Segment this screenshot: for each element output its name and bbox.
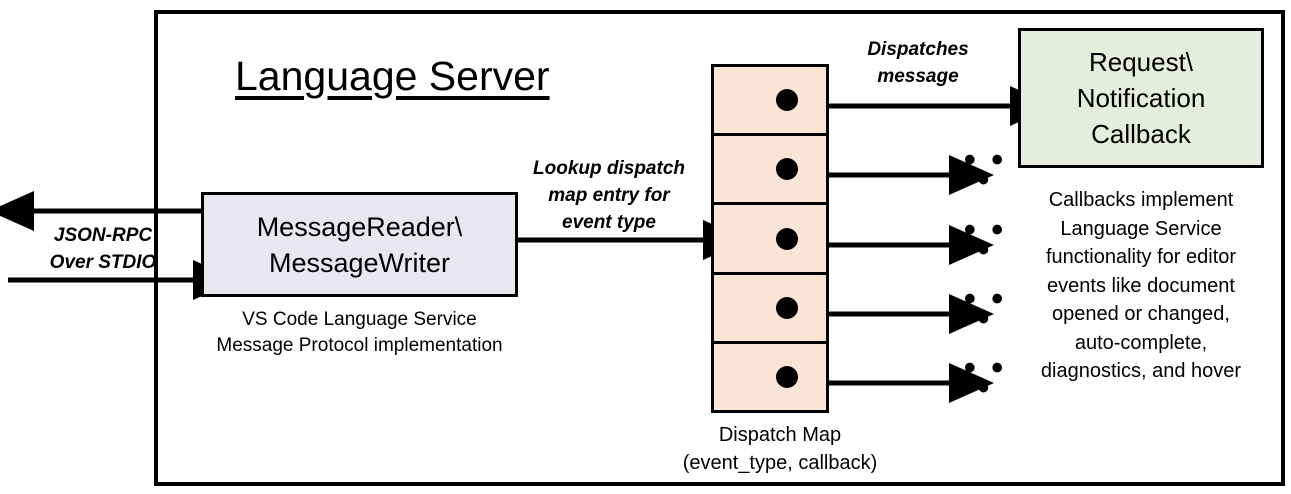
entry-dot-icon: [776, 365, 798, 388]
dispatch-map-caption-line1: Dispatch Map: [718, 424, 842, 446]
entry-dot-icon: [776, 89, 798, 112]
dispatch-map-row-3[interactable]: [714, 205, 826, 275]
callback-caption-line7: diagnostics, and hover: [1040, 360, 1242, 382]
lookup-dispatch-label: Lookup dispatch map entry for event type: [514, 155, 704, 236]
message-io-caption: VS Code Language Service Message Protoco…: [181, 307, 538, 359]
dispatch-map-row-2[interactable]: [714, 136, 826, 206]
jsonrpc-label-line1: JSON-RPC: [53, 225, 153, 246]
dispatch-map-caption-line2: (event_type, callback): [682, 452, 878, 474]
dispatch-map-caption: Dispatch Map (event_type, callback): [650, 421, 910, 477]
callback-caption-line4: events like document: [1047, 274, 1235, 297]
lookup-label-line3: event type: [562, 212, 656, 233]
message-reader-writer-box[interactable]: MessageReader\ MessageWriter: [201, 192, 518, 297]
dispatch-map-table[interactable]: [711, 64, 829, 413]
dispatches-message-label: Dispatches message: [838, 36, 998, 90]
ellipsis-marker-1: • • •: [963, 141, 1007, 200]
language-server-frame: [154, 10, 1285, 486]
callback-caption-line3: functionality for editor: [1045, 246, 1237, 268]
dispatch-map-row-1[interactable]: [714, 67, 826, 137]
callback-caption: Callbacks implement Language Service fun…: [1008, 186, 1274, 386]
dispatch-map-row-4[interactable]: [714, 275, 826, 344]
callback-line1: Request\: [1088, 47, 1194, 77]
callback-caption-line6: auto-complete,: [1074, 331, 1208, 354]
message-io-caption-line2: Message Protocol implementation: [216, 335, 503, 356]
entry-dot-icon: [776, 296, 798, 319]
callback-line3: Callback: [1091, 119, 1191, 149]
callback-box-label: Request\ Notification Callback: [1077, 44, 1206, 152]
jsonrpc-channel-label: JSON-RPC Over STDIO: [28, 222, 178, 276]
ellipsis-marker-4: • • •: [963, 349, 1007, 408]
callback-caption-line2: Language Service: [1060, 217, 1222, 240]
message-reader-line: MessageReader\: [256, 211, 463, 242]
entry-dot-icon: [776, 227, 798, 250]
callback-caption-line1: Callbacks implement: [1048, 189, 1234, 211]
ellipsis-marker-2: • • •: [963, 211, 1007, 270]
request-notification-callback-box[interactable]: Request\ Notification Callback: [1018, 28, 1264, 168]
ellipsis-marker-3: • • •: [963, 280, 1007, 339]
entry-dot-icon: [776, 158, 798, 181]
dispatches-label-line1: Dispatches: [867, 39, 969, 60]
message-io-caption-line1: VS Code Language Service: [242, 309, 477, 330]
callback-line2: Notification: [1076, 83, 1206, 113]
message-reader-writer-label: MessageReader\ MessageWriter: [257, 209, 463, 281]
lookup-label-line2: map entry for: [548, 185, 670, 206]
page-title: Language Server: [235, 53, 550, 99]
callback-caption-line5: opened or changed,: [1052, 303, 1230, 325]
jsonrpc-label-line2: Over STDIO: [49, 252, 157, 273]
message-writer-line: MessageWriter: [268, 247, 451, 278]
dispatches-label-line2: message: [877, 66, 959, 87]
lookup-label-line1: Lookup dispatch: [533, 158, 685, 179]
dispatch-map-row-5[interactable]: [714, 344, 826, 410]
